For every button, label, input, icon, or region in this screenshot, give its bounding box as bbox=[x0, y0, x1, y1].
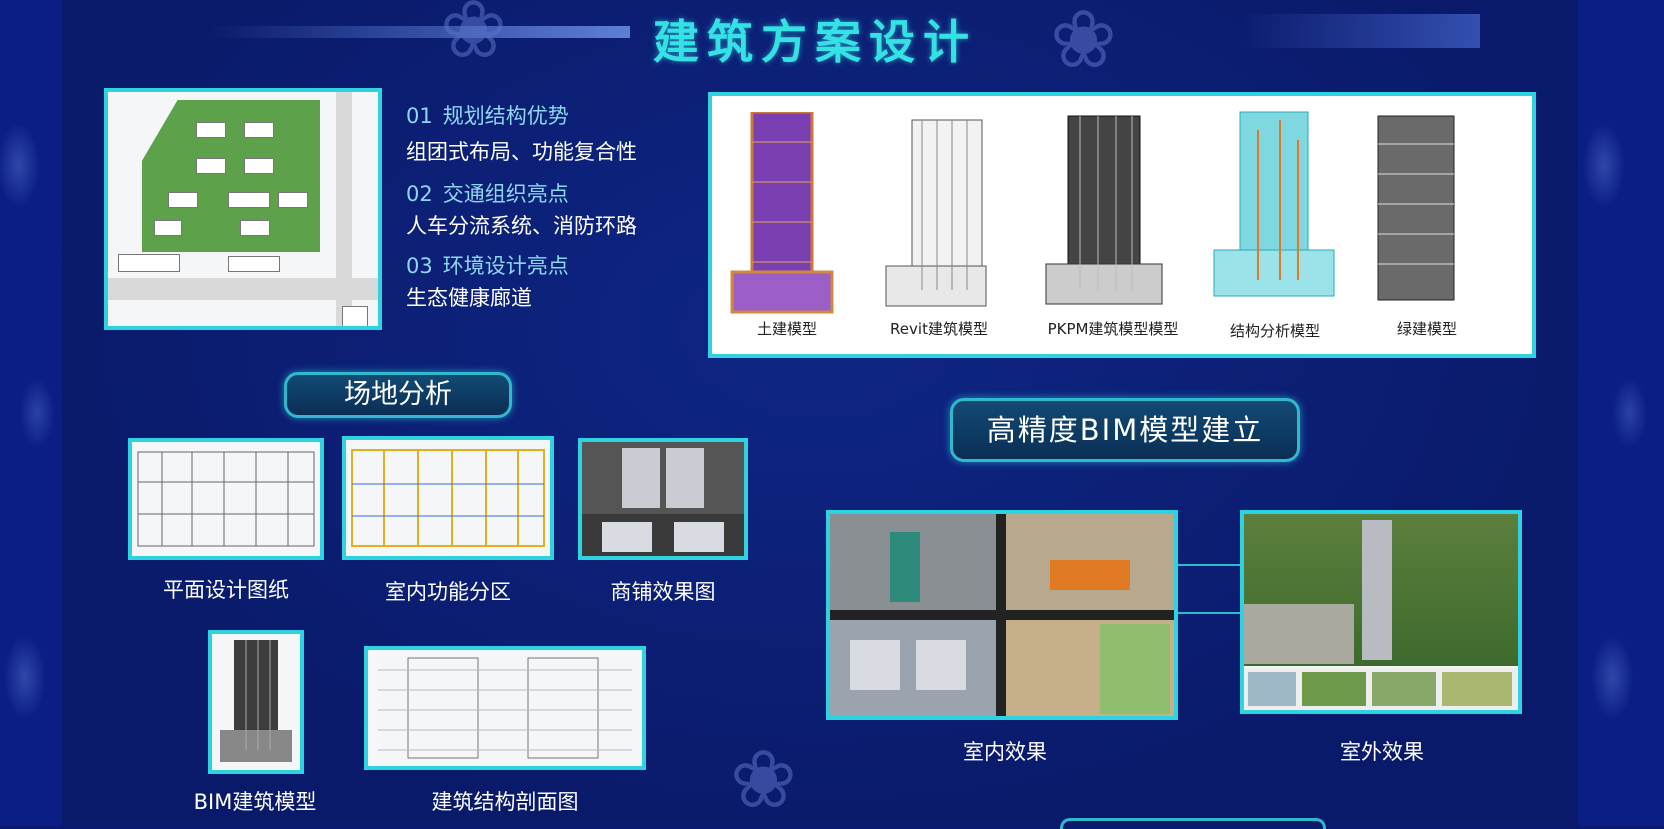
model-label: PKPM建筑模型模型 bbox=[1047, 320, 1179, 338]
structure-section-drawing bbox=[364, 646, 646, 770]
green-building-model-image bbox=[1377, 115, 1455, 301]
revit-model-image bbox=[885, 119, 987, 307]
flower-ornament-icon: ❀ bbox=[1050, 0, 1118, 86]
floor-plan-caption: 平面设计图纸 bbox=[163, 578, 289, 602]
shop-caption: 商铺效果图 bbox=[610, 580, 716, 604]
point-description: 组团式布局、功能复合性 bbox=[406, 140, 637, 164]
model-label: 结构分析模型 bbox=[1229, 322, 1320, 340]
section-caption: 建筑结构剖面图 bbox=[431, 790, 579, 814]
interior-rendering-image bbox=[826, 510, 1178, 720]
model-label: Revit建筑模型 bbox=[890, 320, 988, 338]
functional-zoning-drawing bbox=[342, 436, 554, 560]
bim-model-caption: BIM建筑模型 bbox=[193, 790, 317, 814]
page-title: 建筑方案设计 bbox=[653, 15, 977, 69]
connector-line bbox=[1178, 564, 1240, 566]
site-plan-image bbox=[104, 88, 382, 330]
structure-analysis-model-image bbox=[1213, 111, 1335, 297]
header-bar-left bbox=[210, 26, 630, 38]
point-description: 人车分流系统、消防环路 bbox=[406, 214, 637, 238]
site-analysis-title: 场地分析 bbox=[284, 372, 512, 418]
model-label: 绿建模型 bbox=[1396, 320, 1457, 338]
bim-models-panel: 土建模型 Revit建筑模型 PKPM建筑模型模型 结构分析模型 绿建模型 bbox=[708, 92, 1536, 358]
right-decor-panel bbox=[1578, 0, 1664, 826]
zoning-caption: 室内功能分区 bbox=[385, 580, 511, 604]
floor-plan-drawing bbox=[128, 438, 324, 560]
flower-ornament-icon: ❀ bbox=[440, 0, 508, 76]
bim-building-model-image bbox=[208, 630, 304, 774]
header-bar-right bbox=[1240, 14, 1480, 48]
exterior-caption: 室外效果 bbox=[1340, 740, 1424, 764]
left-decor-panel bbox=[0, 0, 62, 826]
civil-model-image bbox=[730, 112, 834, 314]
pkpm-model-image bbox=[1045, 115, 1163, 305]
interior-caption: 室内效果 bbox=[963, 740, 1047, 764]
flower-ornament-icon: ❀ bbox=[730, 733, 798, 826]
bim-model-title: 高精度BIM模型建立 bbox=[950, 398, 1300, 462]
point-description: 生态健康廊道 bbox=[406, 286, 532, 310]
shop-rendering-image bbox=[578, 438, 748, 560]
model-label: 土建模型 bbox=[756, 320, 817, 338]
next-section-pill-edge bbox=[1060, 818, 1326, 829]
connector-line bbox=[1178, 612, 1240, 614]
exterior-rendering-image bbox=[1240, 510, 1522, 714]
